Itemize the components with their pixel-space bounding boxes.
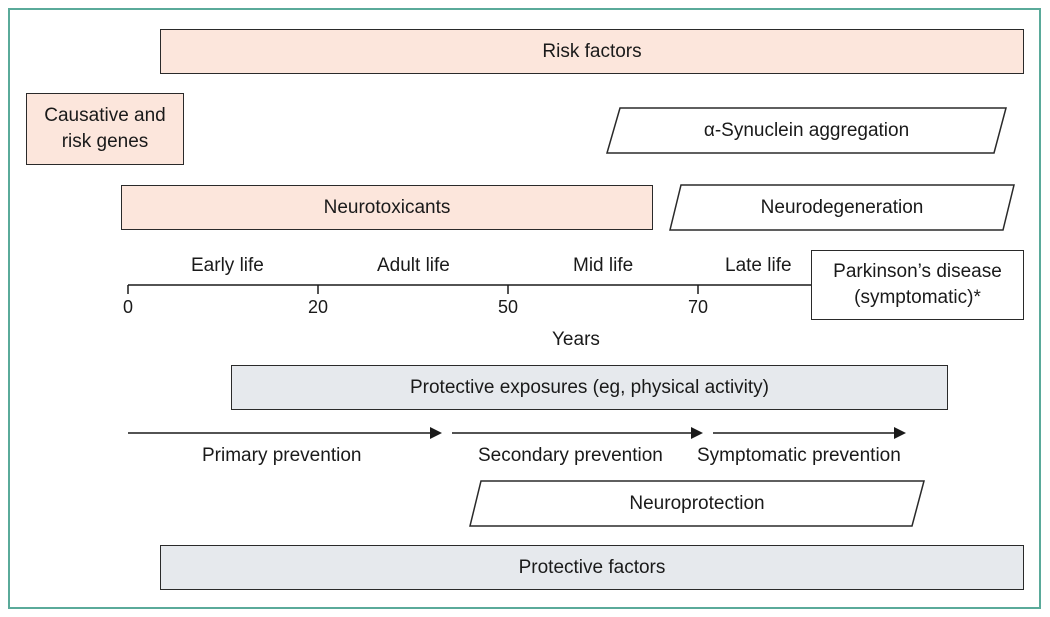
protective-factors-label: Protective factors (518, 556, 666, 578)
tick-label-50: 50 (497, 297, 519, 317)
neurodegeneration-shape (669, 184, 1015, 231)
period-mid-life: Mid life (573, 255, 634, 276)
neurodegeneration-label: Neurodegeneration (760, 196, 924, 218)
causative-genes-label: Causative and risk genes (44, 105, 166, 152)
tick-label-20: 20 (307, 297, 329, 317)
neuroprotection-label: Neuroprotection (629, 492, 765, 514)
secondary-prevention-label: Secondary prevention (478, 445, 663, 466)
synuclein-label: α-Synuclein aggregation (703, 119, 910, 141)
period-adult-life: Adult life (377, 255, 450, 276)
parkinsons-label: Parkinson’s disease (symptomatic)* (833, 261, 1002, 308)
protective-exposures-box: Protective exposures (eg, physical activ… (231, 365, 948, 410)
synuclein-shape (606, 107, 1007, 154)
neuroprotection-shape (469, 480, 925, 527)
synuclein-label-wrap: α-Synuclein aggregation (607, 108, 1006, 153)
risk-factors-label: Risk factors (542, 40, 642, 62)
figure-frame (8, 8, 1041, 609)
causative-genes-box: Causative and risk genes (26, 93, 184, 165)
period-early-life: Early life (191, 255, 264, 276)
symptomatic-prevention-label: Symptomatic prevention (697, 445, 901, 466)
tick-label-0: 0 (122, 297, 134, 317)
neurodegeneration-label-wrap: Neurodegeneration (670, 185, 1014, 230)
protective-factors-box: Protective factors (160, 545, 1024, 590)
neurotoxicants-box: Neurotoxicants (121, 185, 653, 230)
tick-label-70: 70 (687, 297, 709, 317)
parkinsons-box: Parkinson’s disease (symptomatic)* (811, 250, 1024, 320)
neuroprotection-label-wrap: Neuroprotection (470, 481, 924, 526)
risk-factors-box: Risk factors (160, 29, 1024, 74)
period-late-life: Late life (725, 255, 792, 276)
protective-exposures-label: Protective exposures (eg, physical activ… (409, 376, 770, 398)
neurotoxicants-label: Neurotoxicants (323, 196, 451, 218)
years-axis-label: Years (552, 329, 600, 350)
primary-prevention-label: Primary prevention (202, 445, 362, 466)
